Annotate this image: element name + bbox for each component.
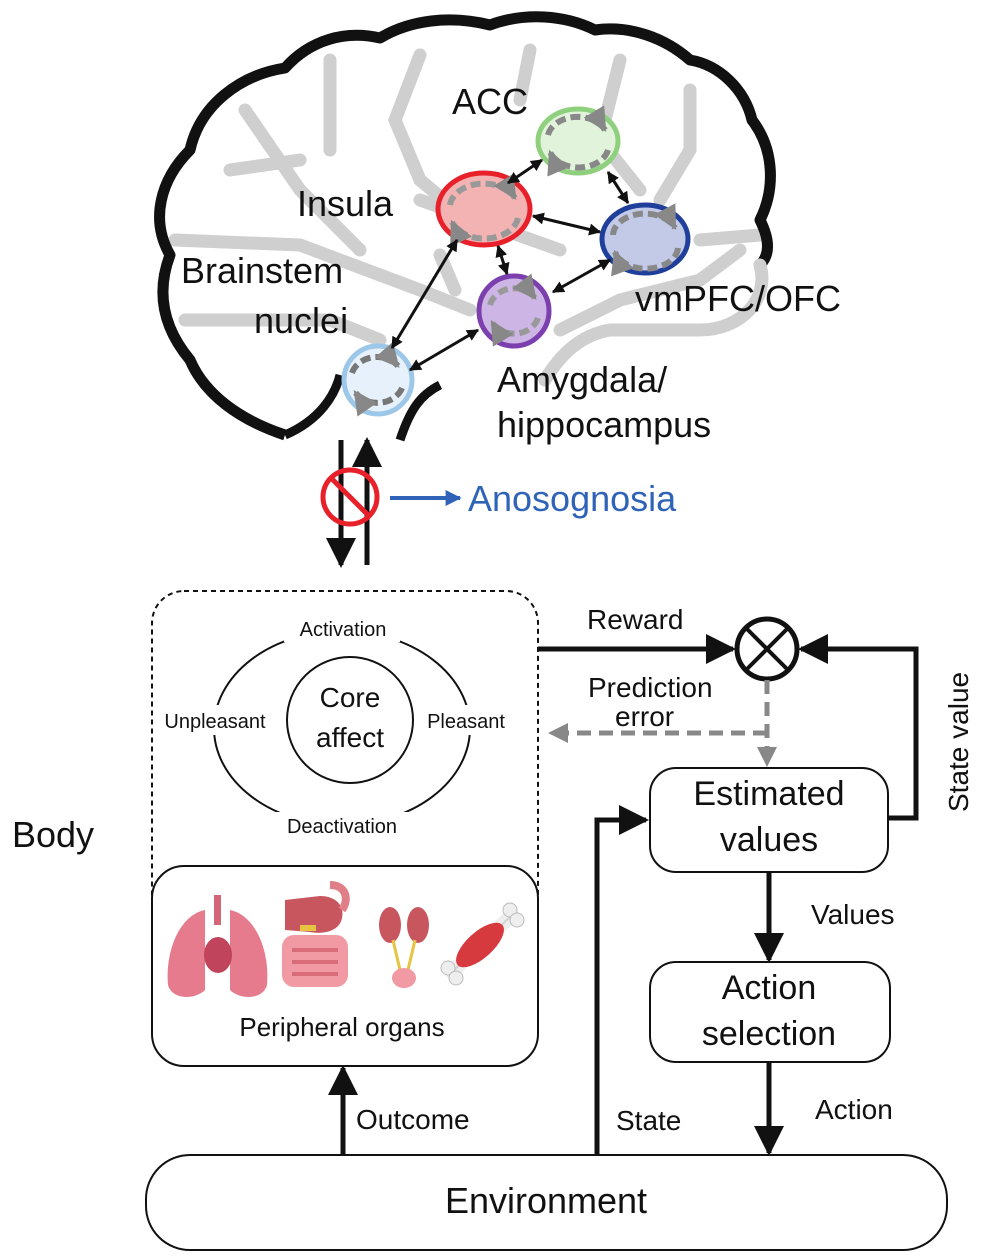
brainstem-label-line1: Brainstem (181, 250, 343, 291)
estimated-values-label-line1: Estimated (693, 775, 844, 813)
insula-region (435, 170, 533, 248)
action-label: Action (815, 1094, 893, 1125)
values-label: Values (811, 899, 895, 930)
prediction-error-arrows (548, 680, 777, 767)
acc-label: ACC (452, 81, 528, 122)
muscle-bone-icon (440, 902, 525, 986)
prediction-error-label-line1: Prediction (588, 672, 713, 703)
pleasant-label: Pleasant (427, 711, 505, 733)
core-affect-label-line2: affect (316, 722, 384, 753)
estimated-values-label-line2: values (720, 821, 818, 859)
stomach-intestine-icon (282, 881, 350, 987)
activation-label: Activation (300, 619, 387, 641)
prediction-error-label-line2: error (615, 701, 674, 732)
kidney-bladder-icon (379, 907, 429, 988)
action-selection-label-line1: Action (722, 969, 817, 1007)
outcome-label: Outcome (356, 1104, 470, 1135)
brain-body-arrows (326, 437, 382, 568)
state-value-arrow (798, 634, 919, 821)
lungs-icon (167, 895, 268, 997)
brainstem-label-line2: nuclei (254, 300, 348, 341)
state-label: State (616, 1105, 681, 1136)
insula-label: Insula (297, 183, 394, 224)
acc-region (535, 105, 621, 177)
comparator-node (734, 616, 800, 682)
state-arrow (594, 805, 649, 1155)
amygdala-region (476, 273, 552, 349)
amygdala-label-line1: Amygdala/ (497, 359, 667, 400)
unpleasant-label: Unpleasant (164, 711, 266, 733)
deactivation-label: Deactivation (287, 816, 397, 838)
brainstem-region (341, 341, 415, 417)
state-value-label: State value (943, 672, 974, 812)
anosognosia-label: Anosognosia (468, 478, 677, 519)
core-affect-dashed-box (151, 590, 539, 926)
vmpfc-region (599, 202, 691, 277)
action-selection-label-line2: selection (702, 1015, 836, 1053)
reward-label: Reward (587, 604, 683, 635)
body-label: Body (12, 814, 94, 855)
vmpfc-label: vmPFC/OFC (635, 278, 841, 319)
peripheral-organs-label: Peripheral organs (239, 1012, 444, 1042)
blocked-signal-icon (320, 467, 380, 527)
core-affect-label-line1: Core (320, 682, 381, 713)
environment-box (145, 1154, 948, 1251)
core-affect-diagram (153, 612, 526, 842)
environment-label: Environment (445, 1180, 647, 1221)
region-connections (390, 158, 630, 372)
amygdala-label-line2: hippocampus (497, 404, 711, 445)
